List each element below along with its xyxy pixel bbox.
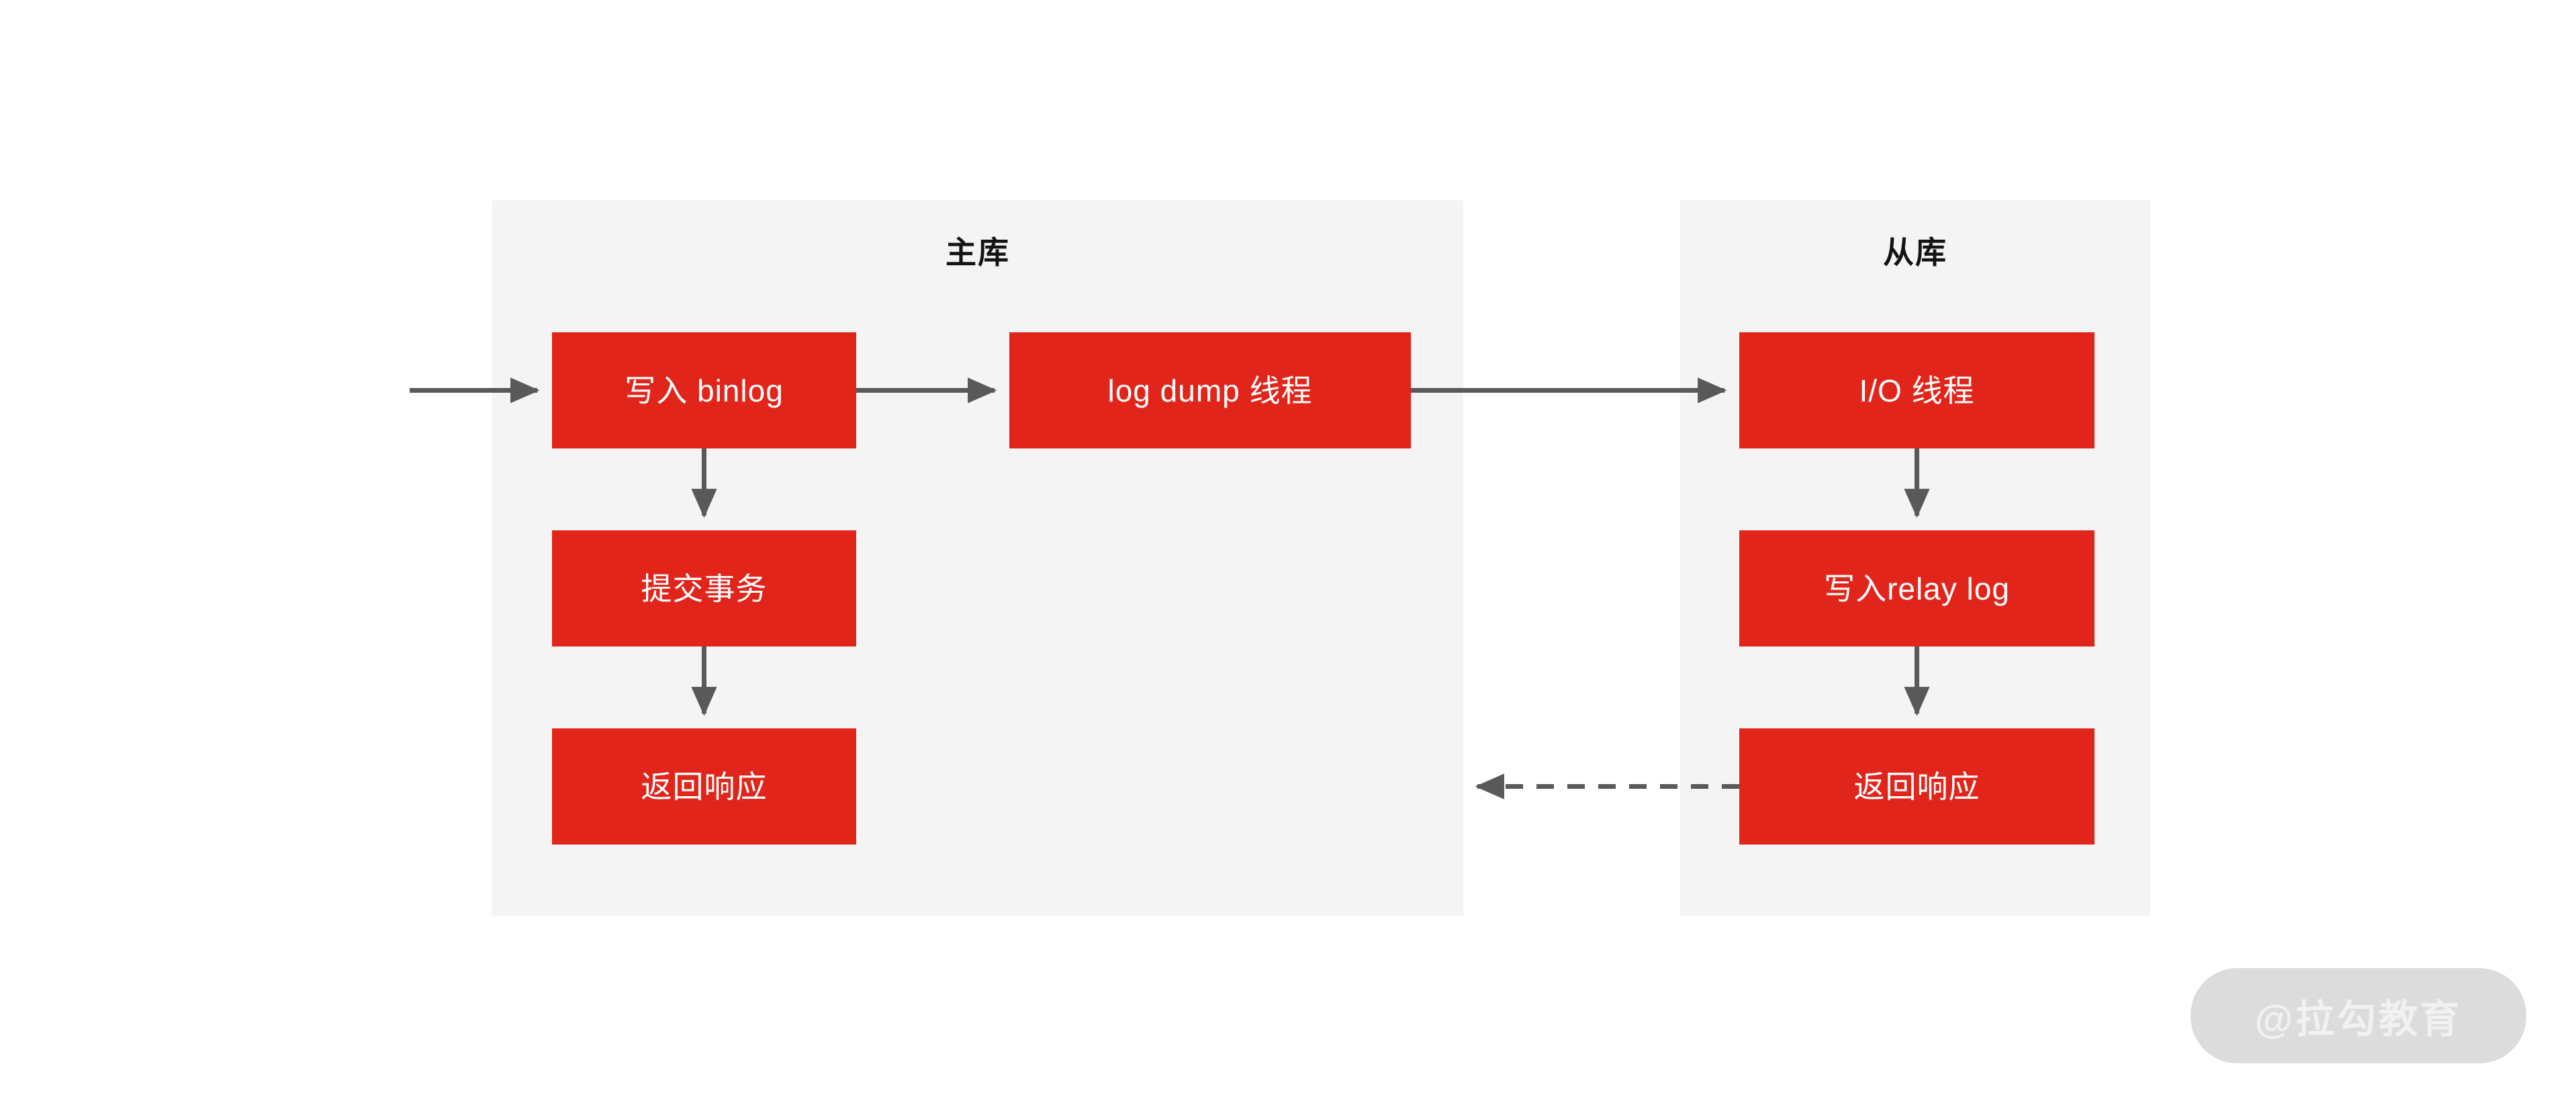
group-master-title: 主库 <box>946 235 1010 270</box>
node-write-relay-log-label: 写入relay log <box>1824 571 2010 606</box>
node-slave-return-response[interactable]: 返回响应 <box>1739 728 2095 845</box>
node-io-thread-label: I/O 线程 <box>1859 373 1975 408</box>
group-slave-title: 从库 <box>1883 235 1947 270</box>
node-write-binlog[interactable]: 写入 binlog <box>552 332 856 448</box>
node-log-dump-thread[interactable]: log dump 线程 <box>1009 332 1411 448</box>
watermark-badge: @拉勾教育 <box>2191 968 2526 1063</box>
node-io-thread[interactable]: I/O 线程 <box>1739 332 2095 448</box>
node-write-relay-log[interactable]: 写入relay log <box>1739 530 2095 646</box>
node-commit-transaction[interactable]: 提交事务 <box>552 530 856 646</box>
node-write-binlog-label: 写入 binlog <box>625 373 784 408</box>
node-commit-transaction-label: 提交事务 <box>641 571 768 606</box>
node-log-dump-thread-label: log dump 线程 <box>1107 373 1313 408</box>
watermark-label: @拉勾教育 <box>2254 998 2463 1041</box>
node-slave-return-response-label: 返回响应 <box>1853 769 1980 804</box>
node-master-return-response-label: 返回响应 <box>641 769 768 804</box>
node-master-return-response[interactable]: 返回响应 <box>552 728 856 845</box>
